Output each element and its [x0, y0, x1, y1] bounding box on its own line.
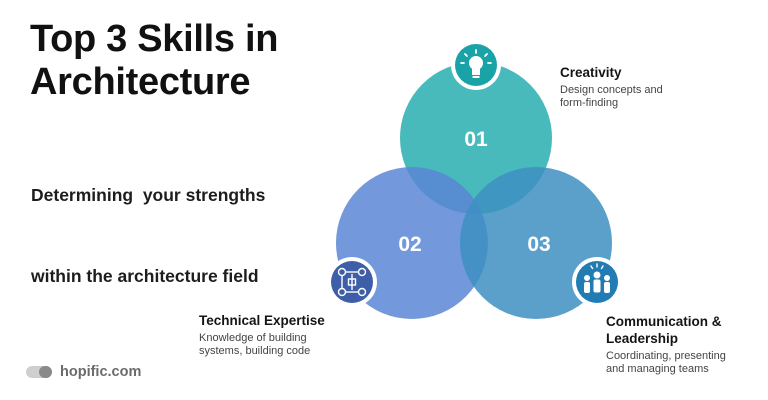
skill-title: Technical Expertise [199, 312, 369, 329]
title-line-1: Top 3 Skills in [30, 18, 279, 60]
skill-desc-line: systems, building code [199, 345, 311, 357]
subtitle-line-2: within the architecture field [31, 266, 259, 286]
subtitle-line-1: Determining your strengths [31, 185, 266, 205]
circle-01-number: 01 [464, 128, 488, 151]
skill-title-line: Leadership [606, 331, 679, 346]
skill-title-line: Communication & [606, 314, 722, 329]
skill-communication-leadership: Communication & Leadership Coordinating,… [606, 313, 756, 376]
skill-technical-expertise: Technical Expertise Knowledge of buildin… [199, 312, 369, 358]
circle-03-number: 03 [527, 233, 550, 256]
circle-02-number: 02 [398, 233, 421, 256]
skill-title-line: Creativity [560, 65, 622, 80]
skill-desc-line: and managing teams [606, 363, 709, 375]
page-title: Top 3 Skills in Architecture [30, 18, 350, 104]
skill-desc-line: Coordinating, presenting [606, 350, 726, 362]
skill-title-line: Technical Expertise [199, 313, 325, 328]
lightbulb-icon [451, 40, 501, 90]
skill-description: Coordinating, presenting and managing te… [606, 350, 756, 376]
brand-footer: hopific.com [26, 362, 141, 382]
skill-desc-line: Knowledge of building [199, 332, 307, 344]
title-line-2: Architecture [30, 61, 251, 103]
skill-description: Knowledge of building systems, building … [199, 332, 369, 358]
skill-creativity: Creativity Design concepts and form-find… [560, 64, 750, 110]
page-subtitle: Determining your strengths within the ar… [31, 128, 331, 344]
skill-desc-line: form-finding [560, 97, 619, 109]
skill-title: Creativity [560, 64, 750, 81]
team-icon [572, 257, 622, 307]
skill-title: Communication & Leadership [606, 313, 756, 347]
skill-desc-line: Design concepts and [560, 84, 663, 96]
blueprint-icon [327, 257, 377, 307]
toggle-logo-icon [26, 366, 54, 378]
brand-name: hopific.com [60, 364, 142, 380]
skill-description: Design concepts and form-finding [560, 84, 750, 110]
